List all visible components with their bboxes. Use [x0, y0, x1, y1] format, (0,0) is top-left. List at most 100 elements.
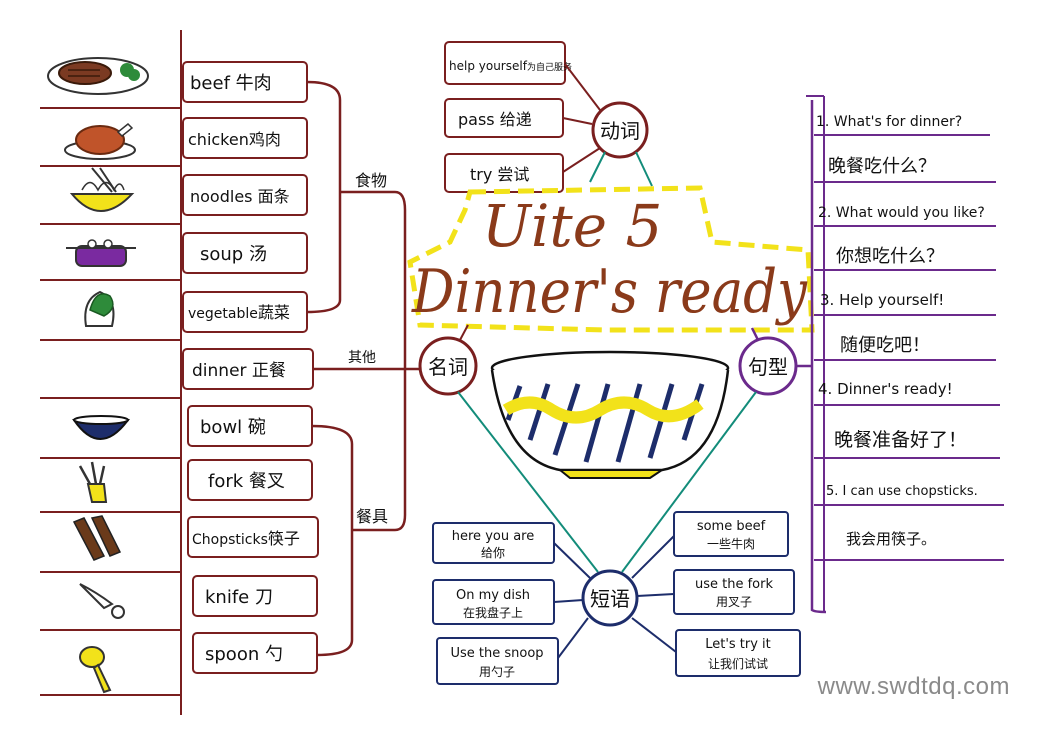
svg-text:try 尝试: try 尝试 — [470, 165, 529, 184]
phrase-6-en: Let's try it — [705, 637, 771, 652]
phrase-3-cn: 用勺子 — [479, 665, 515, 679]
verb-try-en: try — [470, 165, 492, 184]
noun-dinner-cn: 正餐 — [252, 361, 286, 381]
verb-boxes — [444, 41, 566, 193]
group-tableware-label: 餐具 — [356, 507, 388, 526]
svg-text:chicken鸡肉: chicken鸡肉 — [188, 130, 281, 149]
title-line2: Dinner's ready — [411, 257, 808, 327]
phrase-3-en: Use the snoop — [450, 646, 543, 661]
svg-text:bowl 碗: bowl 碗 — [200, 417, 266, 438]
sentence-2-en: 2. What would you like? — [818, 205, 985, 221]
title-block: Uite 5 Dinner's ready — [407, 185, 815, 333]
verb-pass-cn: 给递 — [500, 110, 532, 129]
noun-labels: beef 牛肉 chicken鸡肉 noodles 面条 soup 汤 vege… — [188, 73, 300, 665]
chicken-icon — [64, 122, 136, 160]
verbs-hub-connector — [589, 151, 653, 187]
spoon-icon — [79, 646, 112, 694]
phrases-connectors — [553, 535, 677, 659]
noun-chicken-en: chicken — [188, 130, 249, 149]
noun-knife-cn: 刀 — [255, 587, 273, 608]
sentence-3-cn: 随便吃吧！ — [840, 335, 930, 356]
phrase-1-cn: 给你 — [481, 546, 505, 560]
noun-soup-en: soup — [200, 244, 243, 265]
sentence-1-en: 1. What's for dinner? — [816, 114, 962, 130]
sentences-hub-label: 句型 — [748, 355, 788, 379]
phrases-connectors-top — [457, 391, 757, 573]
bowl-illustration — [490, 350, 730, 479]
noun-noodles-cn: 面条 — [258, 187, 290, 206]
fork-icon — [78, 461, 108, 503]
phrase-5-cn: 用叉子 — [716, 595, 752, 609]
noun-brackets — [306, 80, 420, 657]
noun-fork-cn: 餐叉 — [249, 471, 285, 492]
noun-chopsticks-en: Chopsticks — [192, 532, 268, 548]
noun-soup-cn: 汤 — [249, 244, 267, 265]
verb-help-cn: 为自己服务 — [527, 61, 572, 73]
phrase-boxes — [432, 511, 801, 685]
knife-icon — [79, 583, 125, 619]
nouns-hub: 名词 — [418, 336, 478, 396]
noun-spoon-en: spoon — [205, 644, 259, 665]
sentence-4-en: 4. Dinner's ready! — [818, 380, 953, 398]
noun-boxes — [182, 61, 319, 674]
noun-beef-en: beef — [190, 73, 231, 94]
phrase-4-cn: 一些牛肉 — [707, 536, 755, 551]
noun-spoon-cn: 勺 — [265, 644, 283, 665]
group-food-label: 食物 — [355, 171, 387, 190]
sentence-3-en: 3. Help yourself! — [820, 291, 944, 309]
noun-bowl-cn: 碗 — [248, 417, 266, 438]
phrases-hub-label: 短语 — [590, 587, 630, 611]
verb-connectors — [562, 63, 601, 173]
svg-text:spoon 勺: spoon 勺 — [205, 644, 283, 665]
noun-vegetable-cn: 蔬菜 — [258, 303, 290, 322]
svg-text:knife 刀: knife 刀 — [205, 587, 273, 608]
beef-icon — [47, 57, 149, 95]
sentence-4-cn: 晚餐准备好了！ — [834, 429, 967, 451]
chopsticks-icon — [72, 515, 122, 561]
noodles-icon — [69, 167, 135, 212]
phrase-2-en: On my dish — [456, 588, 530, 603]
verbs-hub-label: 动词 — [600, 119, 640, 143]
verb-labels: help yourself为自己服务 pass 给递 try 尝试 — [449, 59, 572, 184]
soup-icon — [66, 239, 136, 267]
group-other-label: 其他 — [348, 350, 376, 366]
svg-text:noodles 面条: noodles 面条 — [190, 187, 290, 206]
svg-text:dinner 正餐: dinner 正餐 — [192, 361, 286, 381]
verb-help-en: help yourself — [449, 59, 528, 73]
svg-text:pass 给递: pass 给递 — [458, 110, 532, 129]
nouns-hub-connector — [459, 324, 469, 341]
svg-text:help yourself为自己服务: help yourself为自己服务 — [449, 59, 572, 73]
vegetable-icon — [84, 290, 115, 327]
sentence-5-en: 5. I can use chopsticks. — [826, 484, 978, 499]
svg-text:fork 餐叉: fork 餐叉 — [208, 471, 285, 492]
sentence-lines — [806, 95, 1004, 612]
phrases-hub: 短语 — [581, 569, 639, 627]
phrase-2-cn: 在我盘子上 — [463, 605, 523, 620]
sentence-labels: 1. What's for dinner? 晚餐吃什么？ 2. What wou… — [816, 114, 985, 548]
phrase-4-en: some beef — [697, 519, 766, 534]
noun-dinner-en: dinner — [192, 361, 247, 381]
title-line1: Uite 5 — [482, 192, 662, 260]
noun-chicken-cn: 鸡肉 — [249, 130, 281, 149]
noun-knife-en: knife — [205, 587, 249, 608]
noun-noodles-en: noodles — [190, 187, 253, 206]
phrase-5-en: use the fork — [695, 577, 773, 592]
noun-chopsticks-cn: 筷子 — [268, 529, 300, 548]
watermark-text: www.swdtdq.com — [817, 673, 1010, 700]
noun-beef-cn: 牛肉 — [236, 73, 272, 94]
verb-pass-en: pass — [458, 110, 495, 129]
sentence-2-cn: 你想吃什么？ — [836, 246, 944, 267]
verb-try-cn: 尝试 — [497, 165, 529, 184]
noun-bowl-en: bowl — [200, 417, 242, 438]
sentence-5-cn: 我会用筷子。 — [846, 530, 936, 548]
phrase-labels: here you are 给你 On my dish 在我盘子上 Use the… — [450, 519, 773, 679]
svg-text:vegetable蔬菜: vegetable蔬菜 — [188, 303, 290, 322]
nouns-hub-label: 名词 — [428, 355, 468, 379]
phrase-1-en: here you are — [452, 529, 534, 544]
svg-text:soup 汤: soup 汤 — [200, 244, 267, 265]
sentences-hub: 句型 — [738, 336, 798, 396]
icon-column — [40, 30, 182, 715]
noun-fork-en: fork — [208, 471, 244, 492]
svg-text:Chopsticks筷子: Chopsticks筷子 — [192, 529, 300, 548]
